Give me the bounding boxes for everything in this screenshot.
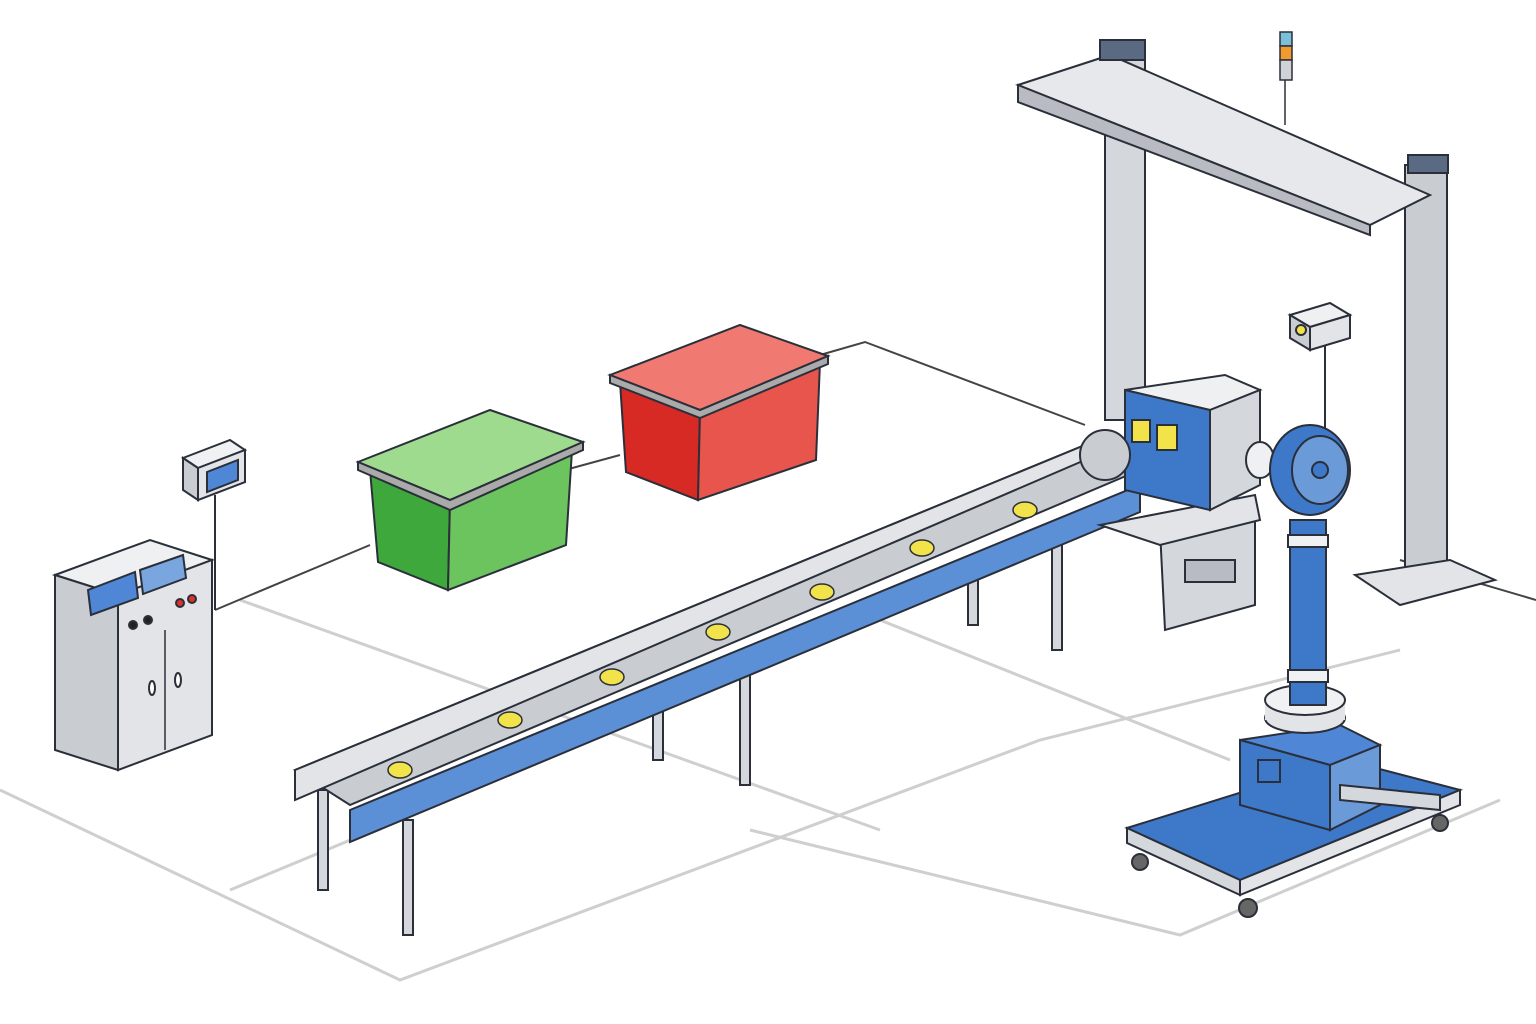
button-red — [175, 598, 185, 608]
cabinet-screen-secondary — [138, 553, 188, 596]
product-item — [387, 761, 413, 779]
conveyor-legs — [317, 539, 1063, 936]
product-item — [599, 668, 625, 686]
product-item — [909, 539, 935, 557]
conveyor-front-rail — [349, 483, 1141, 844]
robot-arm — [1124, 424, 1464, 918]
green-bin — [355, 408, 586, 592]
conveyor-products — [387, 501, 1038, 779]
inspection-machine — [1079, 373, 1275, 632]
floor-cables — [214, 340, 1536, 611]
gantry-frame — [1015, 39, 1499, 607]
product-item — [809, 583, 835, 601]
red-bin — [607, 323, 831, 502]
product-item — [705, 623, 731, 641]
wall-panel-box — [180, 438, 248, 610]
control-cabinet — [51, 538, 216, 772]
sensor-box — [1287, 301, 1353, 430]
cabinet-screen — [86, 570, 140, 617]
stack-light — [1279, 31, 1293, 125]
product-item — [497, 711, 523, 729]
product-item — [1012, 501, 1038, 519]
